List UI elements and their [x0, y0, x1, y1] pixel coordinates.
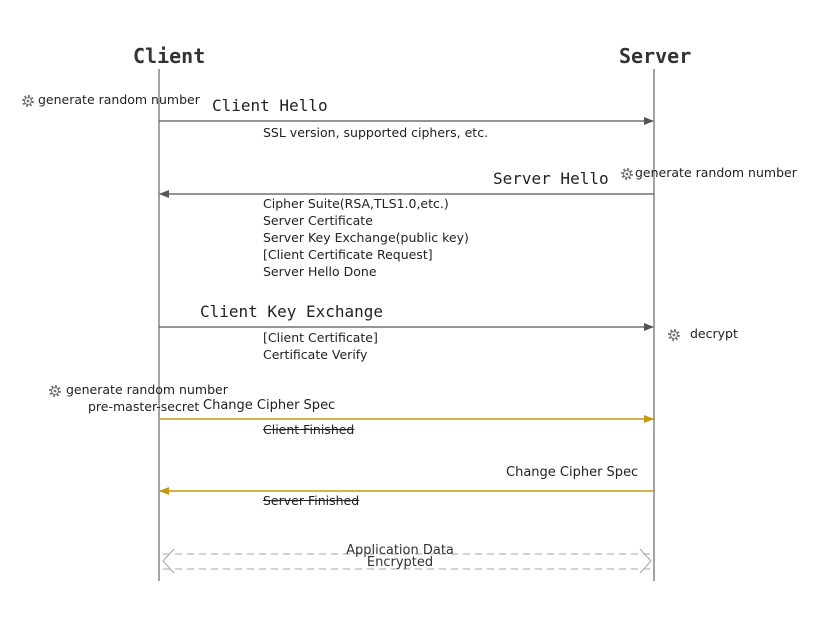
- application-data-label: Application Data: [346, 543, 454, 558]
- client-hello-label: Client Hello: [212, 96, 328, 115]
- client-key-exchange-detail: [Client Certificate]: [263, 330, 378, 345]
- client-key-exchange-detail: Certificate Verify: [263, 347, 368, 362]
- app-data-left-arrowhead: [162, 548, 175, 574]
- client-hello-detail: SSL version, supported ciphers, etc.: [263, 125, 489, 140]
- gear-icon: [49, 385, 61, 397]
- server-change-cipher-label: Change Cipher Spec: [506, 465, 639, 480]
- client-random-note: generate random number: [38, 92, 200, 107]
- client-key-exchange-label: Client Key Exchange: [200, 302, 384, 321]
- server-hello-label: Server Hello: [493, 169, 609, 188]
- server-hello-detail: Cipher Suite(RSA,TLS1.0,etc.): [263, 196, 449, 211]
- server-decrypt-note: decrypt: [690, 326, 738, 341]
- gear-icon: [621, 168, 633, 180]
- gear-icon: [668, 329, 680, 341]
- server-hello-details: Cipher Suite(RSA,TLS1.0,etc.) Server Cer…: [263, 195, 469, 280]
- server-hello-detail: Server Key Exchange(public key): [263, 230, 469, 245]
- server-hello-detail: Server Hello Done: [263, 264, 377, 279]
- server-hello-detail: [Client Certificate Request]: [263, 247, 433, 262]
- client-premaster-random-note: generate random number: [66, 382, 228, 397]
- client-premaster-secret-note: pre-master-secret: [88, 399, 200, 414]
- server-random-note: generate random number: [635, 165, 797, 180]
- gear-icon: [22, 95, 34, 107]
- server-finished-label: Server Finished: [263, 493, 360, 508]
- client-key-exchange-details: [Client Certificate] Certificate Verify: [263, 329, 378, 363]
- application-data-box: Application Data Encrypted: [330, 543, 470, 570]
- server-actor-label: Server: [619, 44, 692, 68]
- client-change-cipher-label: Change Cipher Spec: [203, 398, 336, 413]
- client-finished-label: Client Finished: [263, 422, 355, 437]
- client-actor-label: Client: [133, 44, 206, 68]
- app-data-right-arrowhead: [639, 548, 652, 574]
- encrypted-label: Encrypted: [366, 555, 434, 570]
- server-hello-detail: Server Certificate: [263, 213, 373, 228]
